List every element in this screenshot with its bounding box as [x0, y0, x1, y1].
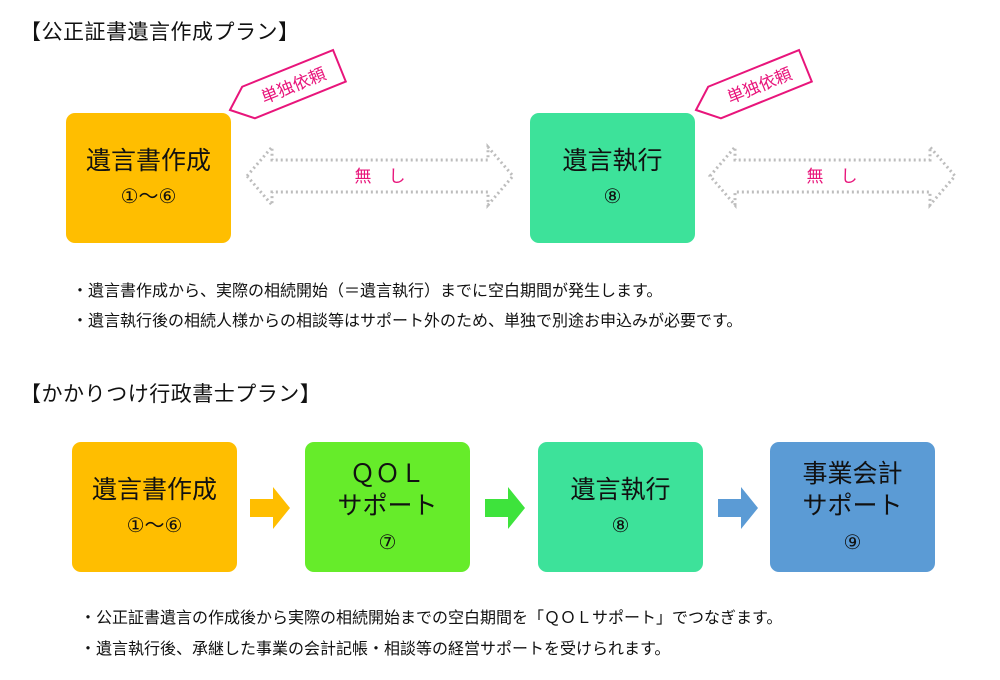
- plan2-box-business-accounting-support: 事業会計 サポート ⑨: [770, 442, 935, 572]
- block-arrow-orange: [250, 487, 290, 529]
- plan2-box-business-num: ⑨: [843, 529, 862, 554]
- plan1-heading: 【公正証書遺言作成プラン】: [20, 20, 300, 44]
- plan2-note-1: ・公正証書遺言の作成後から実際の相続開始までの空白期間を「ＱＯＬサポート」でつな…: [80, 608, 783, 627]
- plan2-box-business-title2: サポート: [802, 491, 903, 520]
- tag-standalone-2: 単独依頼: [694, 48, 814, 120]
- plan2-box-qol-support-num: ⑦: [378, 529, 397, 554]
- plan1-note-2: ・遺言執行後の相続人様からの相談等はサポート外のため、単独で別途お申込みが必要で…: [72, 311, 743, 330]
- plan1-box-will-creation-num: ①〜⑥: [120, 184, 177, 209]
- plan2-box-qol-support: ＱＯＬ サポート ⑦: [305, 442, 470, 572]
- plan1-box-will-execution-title: 遺言執行: [562, 145, 663, 175]
- plan1-note-1: ・遺言書作成から、実際の相続開始（＝遺言執行）までに空白期間が発生します。: [72, 281, 663, 300]
- dotted-double-arrow-2: 無 し: [708, 142, 957, 210]
- plan2-box-business-title1: 事業会計: [802, 458, 903, 488]
- plan1-box-will-creation: 遺言書作成 ①〜⑥: [66, 113, 231, 243]
- plan1-box-will-execution-num: ⑧: [603, 184, 622, 209]
- plan2-heading: 【かかりつけ行政書士プラン】: [20, 382, 322, 406]
- plan2-box-will-execution-title: 遺言執行: [570, 474, 671, 504]
- block-arrow-green: [485, 487, 525, 529]
- tag-standalone-1: 単独依頼: [228, 48, 348, 120]
- plan2-box-will-execution: 遺言執行 ⑧: [538, 442, 703, 572]
- plan2-note-2: ・遺言執行後、承継した事業の会計記帳・相談等の経営サポートを受けられます。: [80, 639, 671, 658]
- plan1-box-will-creation-title: 遺言書作成: [85, 145, 211, 175]
- dotted-double-arrow-1: 無 し: [245, 142, 515, 210]
- plan2-box-will-creation-title: 遺言書作成: [91, 474, 217, 504]
- plan1-box-will-execution: 遺言執行 ⑧: [530, 113, 695, 243]
- gap-label-2: 無 し: [807, 167, 858, 187]
- gap-label-1: 無 し: [355, 167, 406, 187]
- plan2-box-qol-support-title2: サポート: [337, 491, 438, 520]
- plan2-box-qol-support-title1: ＱＯＬ: [349, 458, 425, 488]
- plan2-box-will-execution-num: ⑧: [611, 513, 630, 538]
- block-arrow-blue: [718, 487, 758, 529]
- plan2-box-will-creation: 遺言書作成 ①〜⑥: [72, 442, 237, 572]
- plan2-box-will-creation-num: ①〜⑥: [126, 513, 183, 538]
